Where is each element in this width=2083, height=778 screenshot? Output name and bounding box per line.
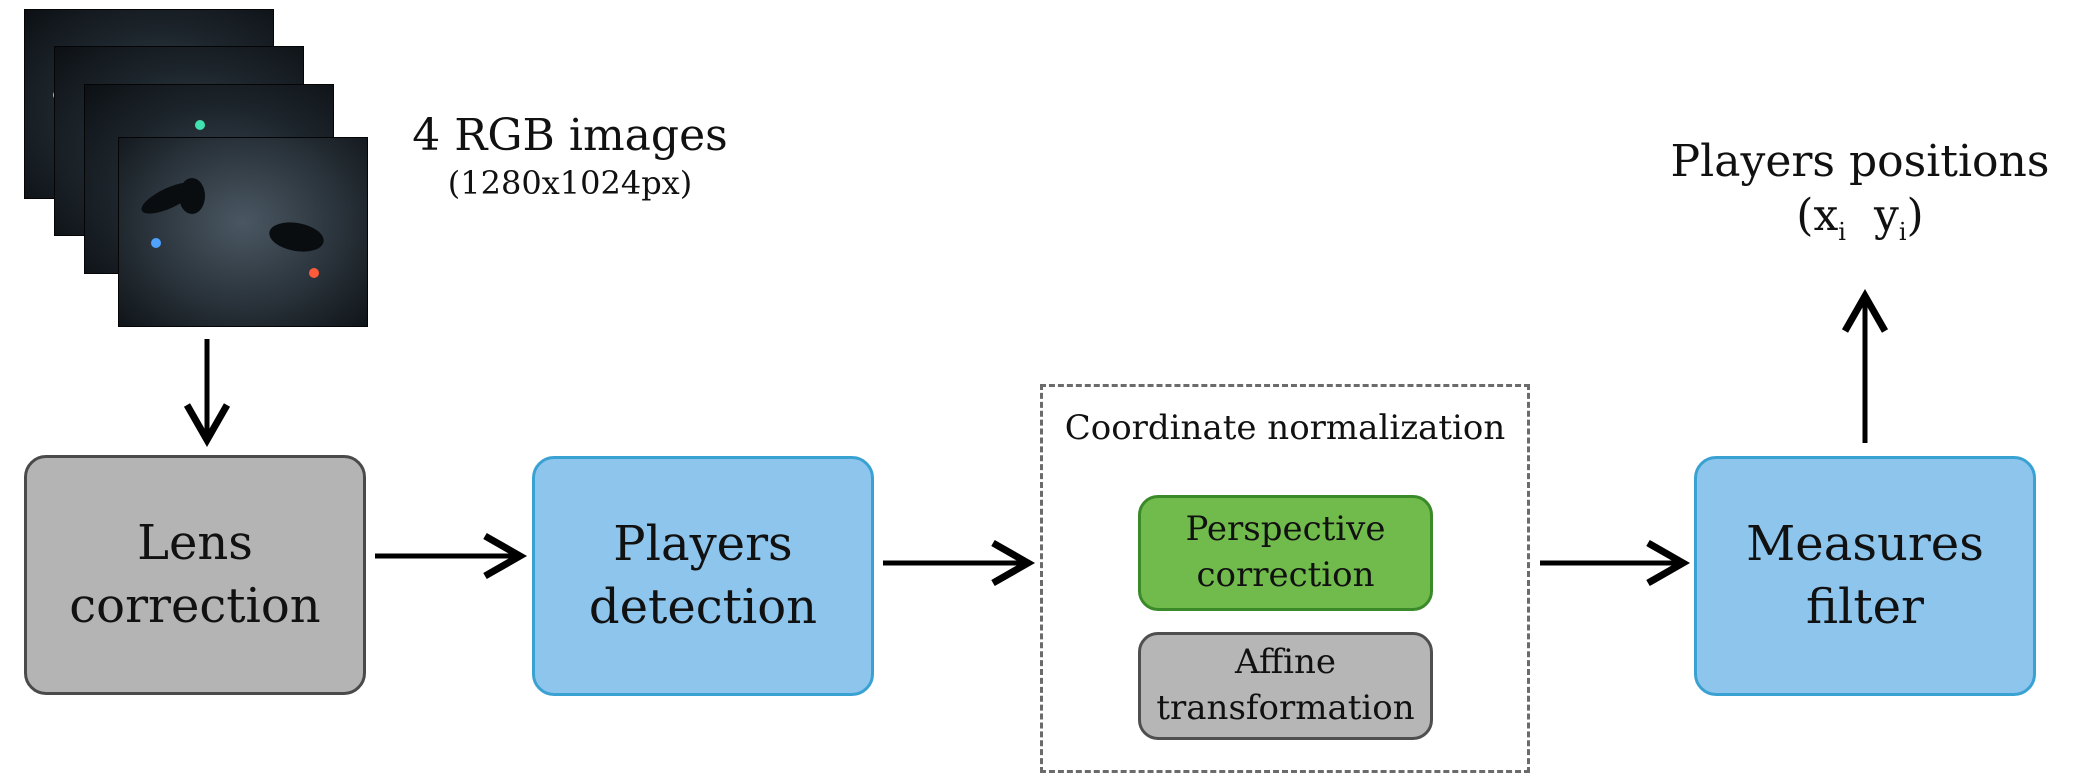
cluster-label: Coordinate normalization <box>1064 408 1506 448</box>
measures-filter-line2: filter <box>1805 579 1924 635</box>
measures-filter-block: Measures filter <box>1694 456 2036 696</box>
player-marker <box>151 238 161 248</box>
players-detection-line2: detection <box>588 579 818 635</box>
lens-correction-line1: Lens <box>137 514 253 571</box>
players-detection-block: Players detection <box>532 456 874 696</box>
output-y-subscript: i <box>1898 218 1907 247</box>
perspective-correction-block: Perspective correction <box>1138 495 1433 611</box>
affine-transformation-line2: transformation <box>1156 688 1415 728</box>
output-caption: Players positions (xi yi) <box>1640 136 2080 247</box>
output-title: Players positions <box>1670 136 2050 187</box>
output-x-subscript: i <box>1838 218 1846 247</box>
lens-correction-line2: correction <box>69 578 321 634</box>
input-resolution: (1280x1024px) <box>447 164 693 203</box>
player-marker <box>309 268 319 278</box>
output-x: x <box>1813 190 1839 242</box>
output-y: y <box>1873 190 1899 242</box>
camera-image-4 <box>118 137 368 327</box>
affine-transformation-line1: Affine <box>1234 642 1336 683</box>
coordinate-normalization-cluster <box>1040 384 1530 773</box>
affine-transformation-block: Affine transformation <box>1138 632 1433 740</box>
players-detection-line1: Players <box>613 515 793 572</box>
output-coordinates: (xi yi) <box>1796 190 1924 247</box>
input-caption: 4 RGB images (1280x1024px) <box>395 110 745 203</box>
player-shadow <box>179 178 205 214</box>
perspective-correction-line2: correction <box>1196 555 1375 595</box>
perspective-correction-line1: Perspective <box>1185 509 1386 550</box>
input-title: 4 RGB images <box>412 110 728 161</box>
player-marker <box>195 120 205 130</box>
lens-correction-block: Lens correction <box>24 455 366 695</box>
measures-filter-line1: Measures <box>1746 515 1984 572</box>
